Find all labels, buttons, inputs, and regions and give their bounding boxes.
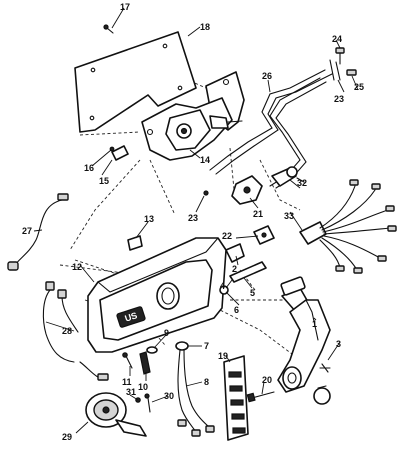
switch-15 bbox=[111, 145, 129, 161]
wires-8 bbox=[177, 349, 215, 437]
control-mechanism bbox=[141, 71, 245, 161]
ignition-key bbox=[271, 166, 305, 187]
wire-lead-27 bbox=[7, 193, 69, 271]
callout-31: 31 bbox=[126, 387, 136, 397]
wire-lead-28 bbox=[42, 281, 109, 381]
callout-6: 6 bbox=[234, 305, 239, 315]
callout-8: 8 bbox=[204, 377, 209, 387]
callout-29: 29 bbox=[62, 432, 72, 442]
callout-2: 2 bbox=[232, 264, 237, 274]
callout-32: 32 bbox=[297, 178, 307, 188]
callout-18: 18 bbox=[200, 22, 210, 32]
callout-4: 4 bbox=[220, 281, 225, 291]
callout-labels: 17 18 14 15 16 26 24 23 25 32 21 23 33 2… bbox=[22, 2, 364, 442]
cable-end-24 bbox=[335, 47, 345, 65]
bolt-20 bbox=[246, 391, 275, 403]
cover-plate bbox=[74, 31, 197, 133]
callout-16: 16 bbox=[84, 163, 94, 173]
callout-20: 20 bbox=[262, 375, 272, 385]
callout-21: 21 bbox=[253, 209, 263, 219]
callout-17: 17 bbox=[120, 2, 130, 12]
knob-2 bbox=[225, 243, 245, 263]
callout-15: 15 bbox=[99, 176, 109, 186]
ignition-switch bbox=[231, 175, 263, 205]
brand-mark: US bbox=[124, 310, 139, 323]
callout-10: 10 bbox=[138, 382, 148, 392]
grommet-7 bbox=[175, 341, 189, 351]
callout-23-top: 23 bbox=[334, 94, 344, 104]
callout-30: 30 bbox=[164, 391, 174, 401]
screw-30 bbox=[144, 393, 151, 413]
washer-9 bbox=[146, 346, 158, 354]
callout-14: 14 bbox=[200, 155, 210, 165]
callout-13: 13 bbox=[144, 214, 154, 224]
control-handle bbox=[277, 276, 331, 393]
cable-end-25 bbox=[346, 69, 357, 76]
screw-23-mid bbox=[203, 190, 209, 196]
callout-5: 5 bbox=[250, 288, 255, 298]
clip-13 bbox=[127, 235, 143, 251]
warning-horn bbox=[85, 392, 147, 437]
callout-25: 25 bbox=[354, 82, 364, 92]
knob-4 bbox=[313, 385, 331, 405]
lanyard-switch-22 bbox=[253, 225, 275, 245]
callout-22: 22 bbox=[222, 231, 232, 241]
pin-23-top bbox=[329, 59, 341, 81]
bolt-11 bbox=[122, 352, 133, 369]
leader-lines bbox=[33, 7, 359, 434]
callout-23-mid: 23 bbox=[188, 213, 198, 223]
bolt-10 bbox=[139, 351, 151, 375]
callout-11: 11 bbox=[122, 377, 132, 387]
screw-17 bbox=[103, 24, 114, 34]
wiring-harness bbox=[299, 179, 397, 274]
callout-1: 1 bbox=[312, 319, 317, 329]
callout-9: 9 bbox=[164, 328, 169, 338]
shaft-5 bbox=[229, 261, 267, 283]
screw-16 bbox=[109, 146, 115, 152]
callout-27: 27 bbox=[22, 226, 32, 236]
callout-26: 26 bbox=[262, 71, 272, 81]
callout-12: 12 bbox=[72, 262, 82, 272]
callout-33: 33 bbox=[284, 211, 294, 221]
terminal-block bbox=[223, 355, 249, 441]
callout-19: 19 bbox=[218, 351, 228, 361]
callout-3: 3 bbox=[336, 339, 341, 349]
callout-28: 28 bbox=[62, 326, 72, 336]
callout-7: 7 bbox=[204, 341, 209, 351]
callout-24: 24 bbox=[332, 34, 342, 44]
pin-3 bbox=[319, 363, 331, 373]
control-housing: US bbox=[87, 237, 227, 353]
